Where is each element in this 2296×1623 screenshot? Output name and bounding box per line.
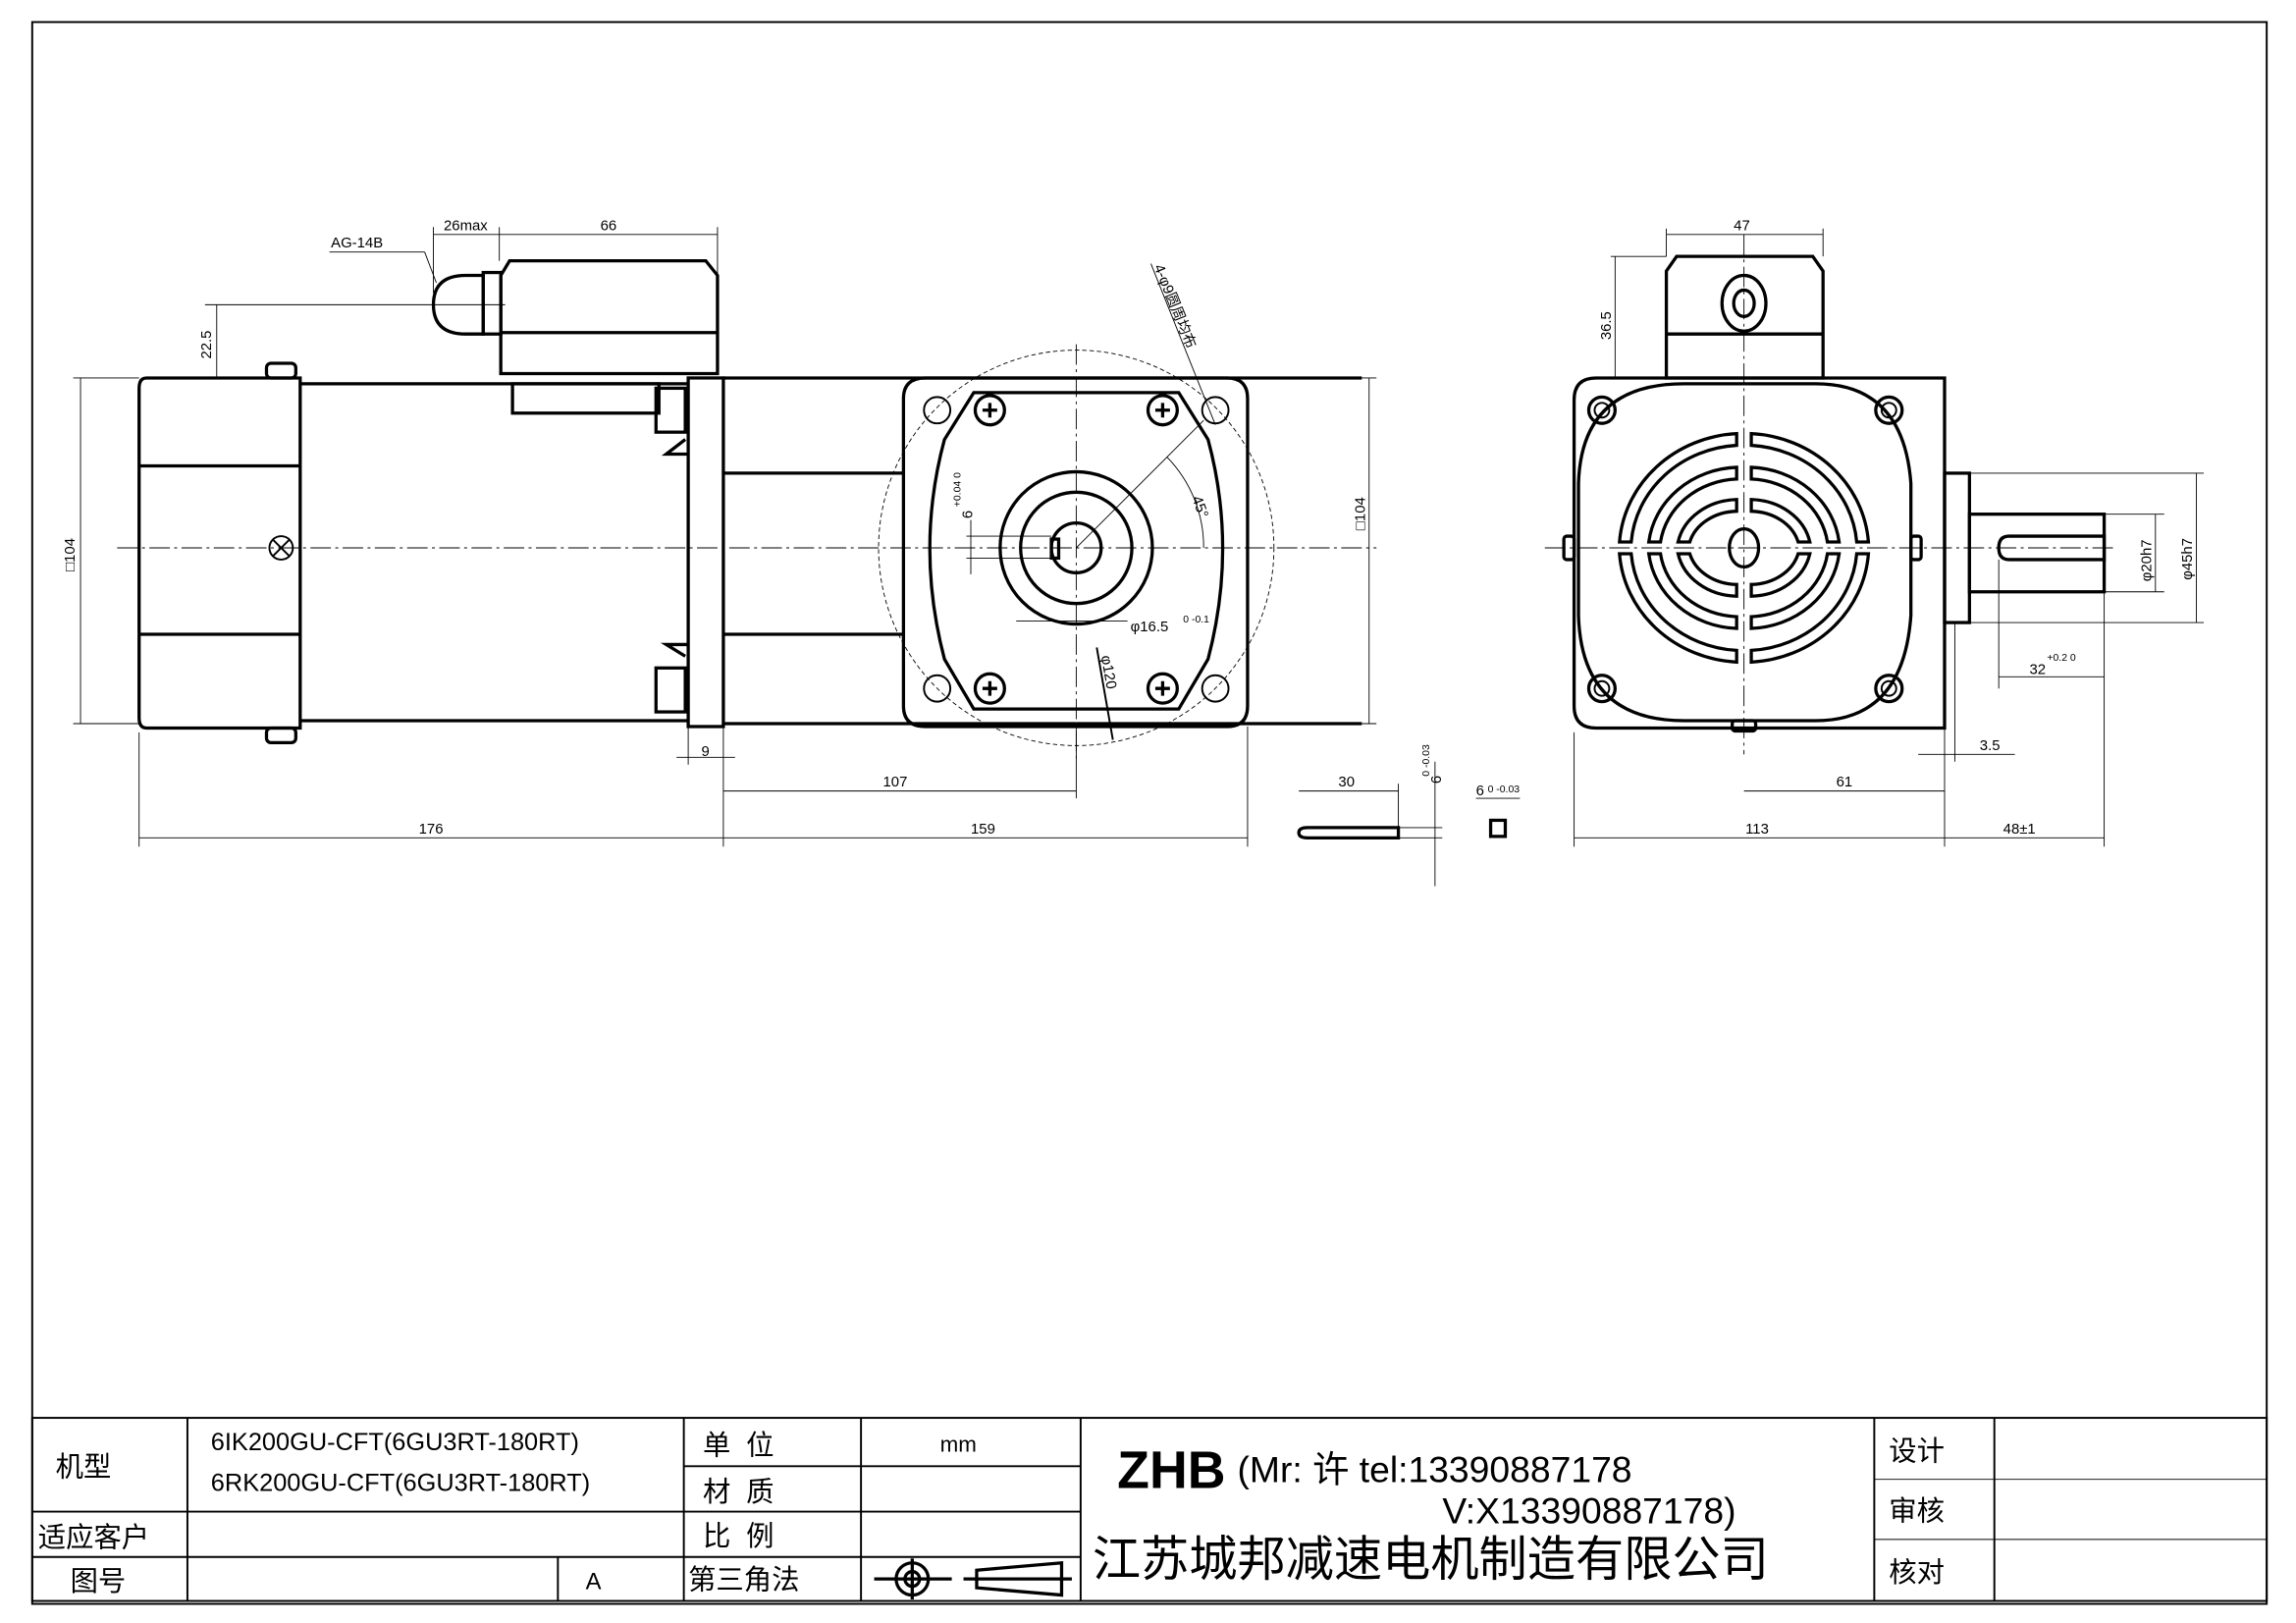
check-label: 核对	[1889, 1557, 1945, 1589]
review-label: 审核	[1889, 1495, 1945, 1527]
dim-key-width-tol: +0.04 0	[953, 472, 964, 507]
dim-159: 159	[971, 822, 995, 838]
dim-key-length-side: 32	[2030, 662, 2047, 677]
key-section-icon	[1488, 818, 1508, 839]
dim-45-deg: 45°	[1188, 494, 1210, 520]
unit-label: 单 位	[703, 1430, 774, 1461]
dim-key-height: 6	[1429, 776, 1445, 784]
sheet-border	[30, 21, 2269, 1605]
dim-48: 48±1	[2003, 822, 2036, 838]
dim-square-104: □104	[1353, 497, 1368, 530]
company-name: 江苏城邦减速电机制造有限公司	[1093, 1533, 1769, 1587]
dim-key-width-detail-tol: 0 -0.03	[1488, 784, 1521, 795]
dim-176: 176	[419, 822, 444, 838]
dim-key-length-tol: +0.2 0	[2047, 653, 2076, 664]
revision: A	[586, 1569, 602, 1596]
dim-66: 66	[601, 218, 617, 234]
dim-26max: 26max	[444, 218, 488, 234]
dim-bore: φ16.5	[1131, 620, 1169, 635]
dim-key-width-detail: 6	[1476, 784, 1484, 799]
dim-shaft-dia: φ20h7	[2139, 539, 2155, 581]
unit-value: mm	[940, 1432, 977, 1456]
screw-icon	[268, 535, 294, 561]
design-label: 设计	[1889, 1435, 1945, 1467]
dim-113: 113	[1745, 822, 1769, 838]
cable-gland-icon	[431, 273, 485, 336]
customer-label: 适应客户	[38, 1522, 149, 1553]
model-label: 机型	[56, 1452, 112, 1484]
third-angle-projection-icon	[874, 1558, 1072, 1600]
dim-3-5: 3.5	[1980, 738, 2001, 754]
contact-line-1: (Mr: 许 tel:13390887178	[1237, 1449, 1631, 1490]
fan-grille-icon	[1618, 431, 1871, 665]
dim-bore-tol: 0 -0.1	[1183, 615, 1209, 625]
side-view: 47 36.5 φ20h7 φ45h7 32 +0.2 0 3.5 61 113…	[1544, 218, 2205, 847]
projection-label: 第三角法	[688, 1565, 799, 1596]
material-label: 材 质	[703, 1477, 774, 1508]
flange-holes	[923, 394, 1230, 705]
contact-line-2: V:X13390887178)	[1442, 1489, 1735, 1531]
dim-pilot-dia: φ45h7	[2180, 538, 2196, 580]
dim-key-height-tol: 0 -0.03	[1421, 744, 1432, 777]
title-block: 机型 6IK200GU-CFT(6GU3RT-180RT) 6RK200GU-C…	[30, 1417, 2269, 1602]
cable-gland-label: AG-14B	[331, 236, 383, 251]
dim-47: 47	[1734, 218, 1750, 234]
dim-square-104-left: □104	[63, 538, 79, 571]
model-2: 6RK200GU-CFT(6GU3RT-180RT)	[211, 1470, 590, 1497]
model-1: 6IK200GU-CFT(6GU3RT-180RT)	[211, 1429, 579, 1456]
scale-label: 比 例	[703, 1521, 774, 1552]
dim-61: 61	[1837, 775, 1853, 790]
key-side-icon	[1297, 826, 1401, 839]
key-detail: 30 6 0 -0.03 6 0 -0.03	[1297, 744, 1521, 887]
brand-logo: ZHB	[1117, 1441, 1225, 1500]
dim-key-length: 30	[1338, 775, 1355, 790]
dim-22-5: 22.5	[199, 331, 215, 359]
dim-pcd: φ120	[1097, 654, 1119, 690]
dim-107: 107	[883, 775, 908, 790]
drawing-no-label: 图号	[71, 1566, 127, 1597]
dim-36-5: 36.5	[1599, 311, 1615, 340]
dim-9: 9	[702, 744, 710, 760]
dim-key-width: 6	[960, 511, 976, 518]
